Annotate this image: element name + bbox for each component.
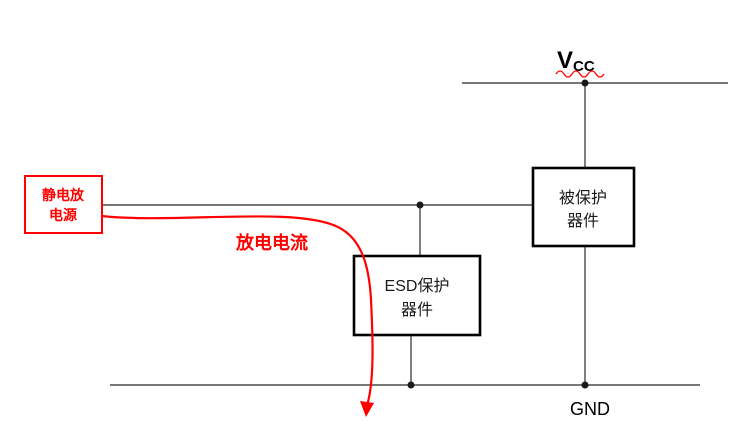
- vcc-label: VCC: [557, 47, 595, 75]
- esd-source-label-line1: 静电放: [42, 187, 85, 203]
- junction-dot-gnd-protected: [581, 381, 589, 389]
- esd-protection-device-box: [352, 254, 482, 337]
- vcc-label-main: V: [557, 47, 573, 74]
- junction-dot-signal: [416, 201, 424, 209]
- protected-device-label-line2: 器件: [567, 212, 599, 230]
- discharge-current-label: 放电电流: [235, 232, 308, 253]
- protected-device-box: [531, 166, 636, 248]
- discharge-current-curve: [100, 214, 374, 404]
- esd-protection-label-line1: ESD保护: [385, 277, 450, 295]
- gnd-label: GND: [570, 399, 610, 419]
- esd-source-label-line2: 电源: [49, 207, 77, 223]
- vcc-label-subscript: CC: [573, 58, 595, 75]
- junction-dot-gnd-esd: [407, 381, 415, 389]
- esd-source-box: [24, 175, 103, 234]
- vcc-wavy-underline: [555, 70, 605, 78]
- esd-protection-label-line2: 器件: [401, 301, 433, 319]
- discharge-current-arrowhead: [360, 401, 374, 417]
- junction-dot-vcc: [581, 79, 589, 87]
- protected-device-label-line1: 被保护: [559, 189, 607, 207]
